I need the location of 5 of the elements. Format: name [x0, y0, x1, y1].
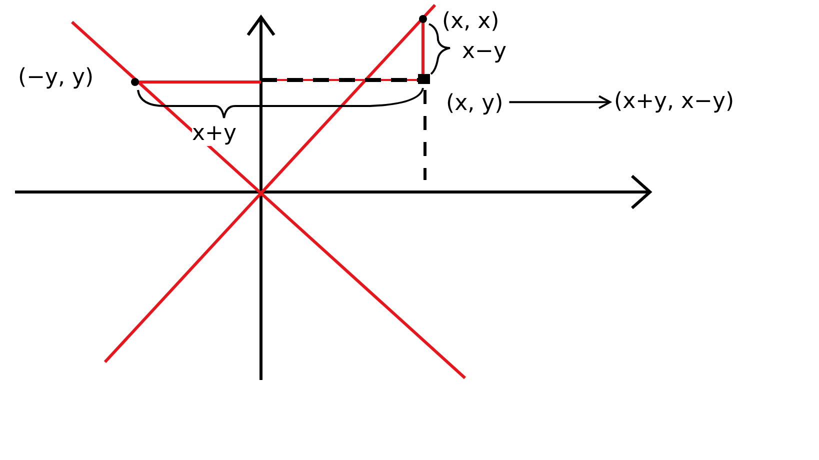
coordinate-label: (x, x) — [442, 10, 500, 34]
coordinate-label: (−y, y) — [18, 66, 94, 90]
arrow — [509, 95, 611, 110]
coordinate-label: (x+y, x−y) — [614, 90, 734, 114]
coordinate-label: (x, y) — [446, 92, 504, 116]
